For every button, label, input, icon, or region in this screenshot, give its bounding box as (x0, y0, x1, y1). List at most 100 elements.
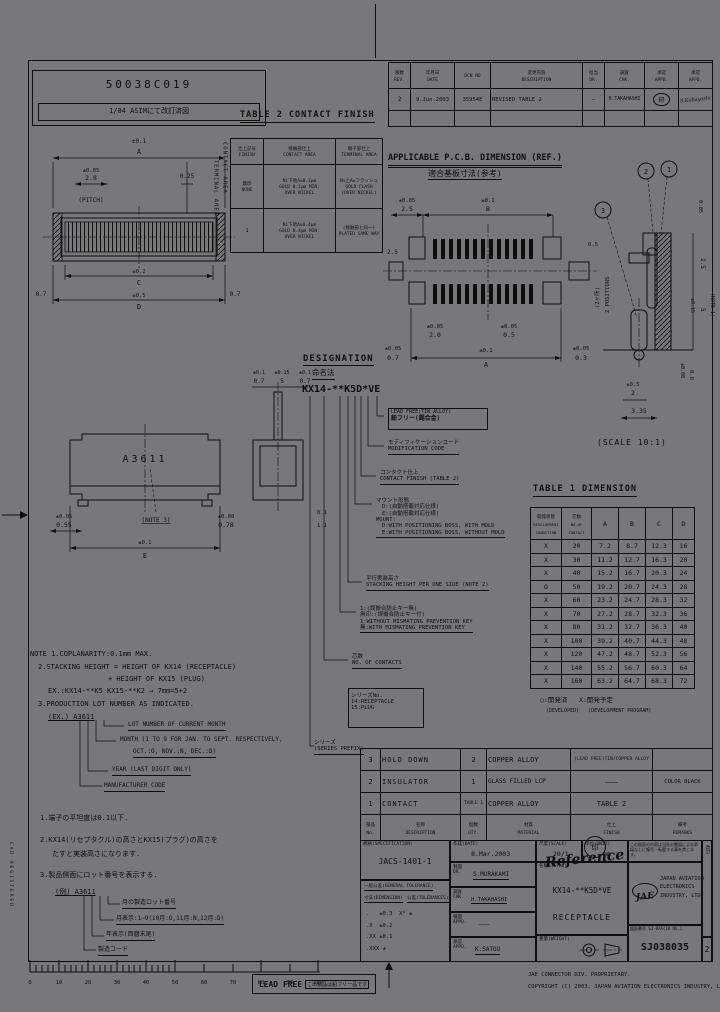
stacking-en: STACKING HEIGHT PER ONE SIDE (NOTE 2) (366, 582, 489, 591)
lot-label-3: YEAR (LAST DIGIT ONLY) (112, 766, 192, 776)
table-cell: 12.3 (645, 539, 673, 554)
rev-appd-seal: 印 (644, 88, 679, 111)
col-a-header: A (591, 507, 619, 540)
lot-jp-4: 製造コード (98, 946, 129, 956)
ruler-30: 30 (114, 980, 121, 986)
sec-dim-005: 0.05 (697, 200, 703, 213)
table-cell: 16 (672, 539, 695, 554)
unit-value: mm (603, 850, 611, 858)
rev-dcn: 35954E (454, 88, 491, 111)
lot-label-2a: MONTH (1 TO 9 FOR JAN. TO SEPT. RESPECTI… (120, 736, 283, 743)
sec-dim-08: 0.8 (688, 370, 694, 380)
pcb-dim-bl-tol: ±0.05 (385, 346, 402, 352)
leadfree-callout-box: LEAD FREE(TIN ALLOY) 鉛フリー(錫合金) (388, 408, 488, 430)
pcb-dim-25: 2.5 (401, 205, 413, 213)
table-cell: 20.3 (645, 566, 673, 581)
positions-label-en: 2 POSITIONS (605, 277, 611, 313)
table-cell: 48.7 (618, 647, 646, 662)
sec-dim-08-tol: ±0.08 (679, 363, 685, 378)
section-view-drawing: 3 2 1 0.05 2.5 ±0.15 5 (NOTE 1) ±0.08 0.… (593, 160, 715, 420)
table-cell: 56 (672, 647, 695, 662)
mount-d-en: D:WITH POSITIONING BOSS, WITH MOLD (382, 523, 495, 530)
contacts-callout: 芯数 NO. OF CONTACTS (352, 654, 402, 669)
table-cell: 55.2 (591, 660, 619, 675)
series-jp: シリーズ (314, 740, 336, 746)
pcb-dim-05-tol: ±0.05 (501, 324, 518, 330)
table-cell: 23.2 (591, 593, 619, 608)
parts-row: 1 CONTACT TABLE 1 COPPER ALLOY TABLE 2 (360, 792, 713, 815)
margin-vertical-text: CAD REGISTERED (8, 842, 14, 908)
mount-callout: マウント形態 D:(自動搭載対応仕様) E:(自動搭載対応仕様) MOUNT: … (376, 498, 505, 538)
series-box-title: シリーズNo. (351, 693, 383, 699)
mount-e-jp: E:(自動搭載対応仕様) (382, 510, 440, 517)
part-finish: TABLE 2 (570, 792, 653, 815)
terminal-area-cell: (接触部と同一)PLATED SAME WAY (335, 208, 383, 253)
sec-dim-25: 2.5 (699, 258, 706, 269)
pcb-dim-bl: 0.7 (387, 354, 399, 362)
key-callout: 1:(誤嵌合防止キー無) 無印:(誤嵌合防止キー付) 1:WITHOUT MIS… (360, 606, 473, 634)
part-no: 2 (360, 770, 381, 793)
side-dim-e: E (143, 552, 147, 560)
legend-planned-en: (DEVELOPMENT PROGRAM) (588, 708, 652, 714)
side-dim-l-tol: ±0.05 (56, 514, 73, 520)
table-cell: 11.2 (591, 552, 619, 567)
rev-strip-label: 改訂 (705, 845, 711, 854)
part-qty: 2 (460, 748, 487, 771)
table1-title: TABLE 1 DIMENSION (533, 484, 637, 497)
tolerance-cell: 一般公差(GENERAL TOLERANCE) 寸法(DIMENSION) 公差… (360, 880, 450, 962)
mount-d-jp: D:(自動搭載対応仕様) (382, 504, 440, 511)
ruler-70: 70 (230, 980, 237, 986)
legend-developed: ○:開発済 (540, 696, 568, 704)
scale-label: 尺度(SCALE) (539, 842, 567, 847)
terminal-area-label: TERMINAL AREA (212, 160, 219, 217)
mount-en: MOUNT: (376, 516, 396, 523)
approval-stamp-circle: 印 (584, 836, 606, 858)
side-dim-l: 0.55 (56, 521, 72, 529)
col-c-header: C (645, 507, 673, 540)
rev-value: 2 (388, 88, 411, 111)
pcb-dim-br-tol: ±0.05 (573, 346, 590, 352)
notice-cell: この図面の内容は当社の書面による承諾なしに複写・転載する事を禁じます。 (628, 840, 702, 862)
part-finish: ――― (570, 770, 653, 793)
title-cell: 名称(TITLE) KX14-**K5D*VE RECEPTACLE Refer… (536, 847, 628, 935)
dim-d-tol: ±0.5 (132, 293, 145, 299)
table-cell: 24 (672, 566, 695, 581)
dim-c: C (137, 279, 141, 287)
stacking-callout: 平行実装高さ STACKING HEIGHT PER ONE SIDE (NOT… (366, 576, 489, 591)
table-cell: 50 (561, 579, 592, 594)
part-remarks: COLOR BLACK (652, 770, 713, 793)
approval-seal: 印 (653, 93, 670, 106)
note-2b: + HEIGHT OF KX15 (PLUG) (108, 675, 205, 683)
table-cell: 47.2 (591, 647, 619, 662)
lot-tree-lines-jp (83, 896, 120, 951)
table-cell: 12.7 (618, 552, 646, 567)
title-block: 規格(SPECIFICATION) JACS-1401-1 一般公差(GENER… (360, 836, 712, 962)
date-cell: 作成(DATE) 8.Mar.2003 (450, 840, 536, 862)
revision-row: 2 9.Jun.2003 35954E REVISED TABLE 2 — H.… (388, 88, 713, 111)
date-label: 作成(DATE) (453, 842, 479, 847)
table-cell: 31.2 (591, 620, 619, 635)
lot-jp-2: 月表示:1~9(10月:O,11月:N,12月:D) (116, 915, 225, 925)
table-cell: 44.3 (645, 633, 673, 648)
table-cell: 40.7 (618, 633, 646, 648)
dim-pitch-tol: ±0.05 (83, 168, 100, 174)
note-2a: 2.STACKING HEIGHT = HEIGHT OF KX14 (RECE… (38, 663, 237, 671)
table-cell: 48 (672, 633, 695, 648)
drawing-number-cell: 図面番号 SJ-0AA(10 NO.1 SJ038035 (628, 925, 702, 962)
table-cell: 56.7 (618, 660, 646, 675)
checker-value: H.TAKAHASHI (471, 897, 508, 905)
modification-callout: モディフィケーションコード MODIFICATION CODE (388, 440, 459, 455)
part-no: 1 (360, 792, 381, 815)
